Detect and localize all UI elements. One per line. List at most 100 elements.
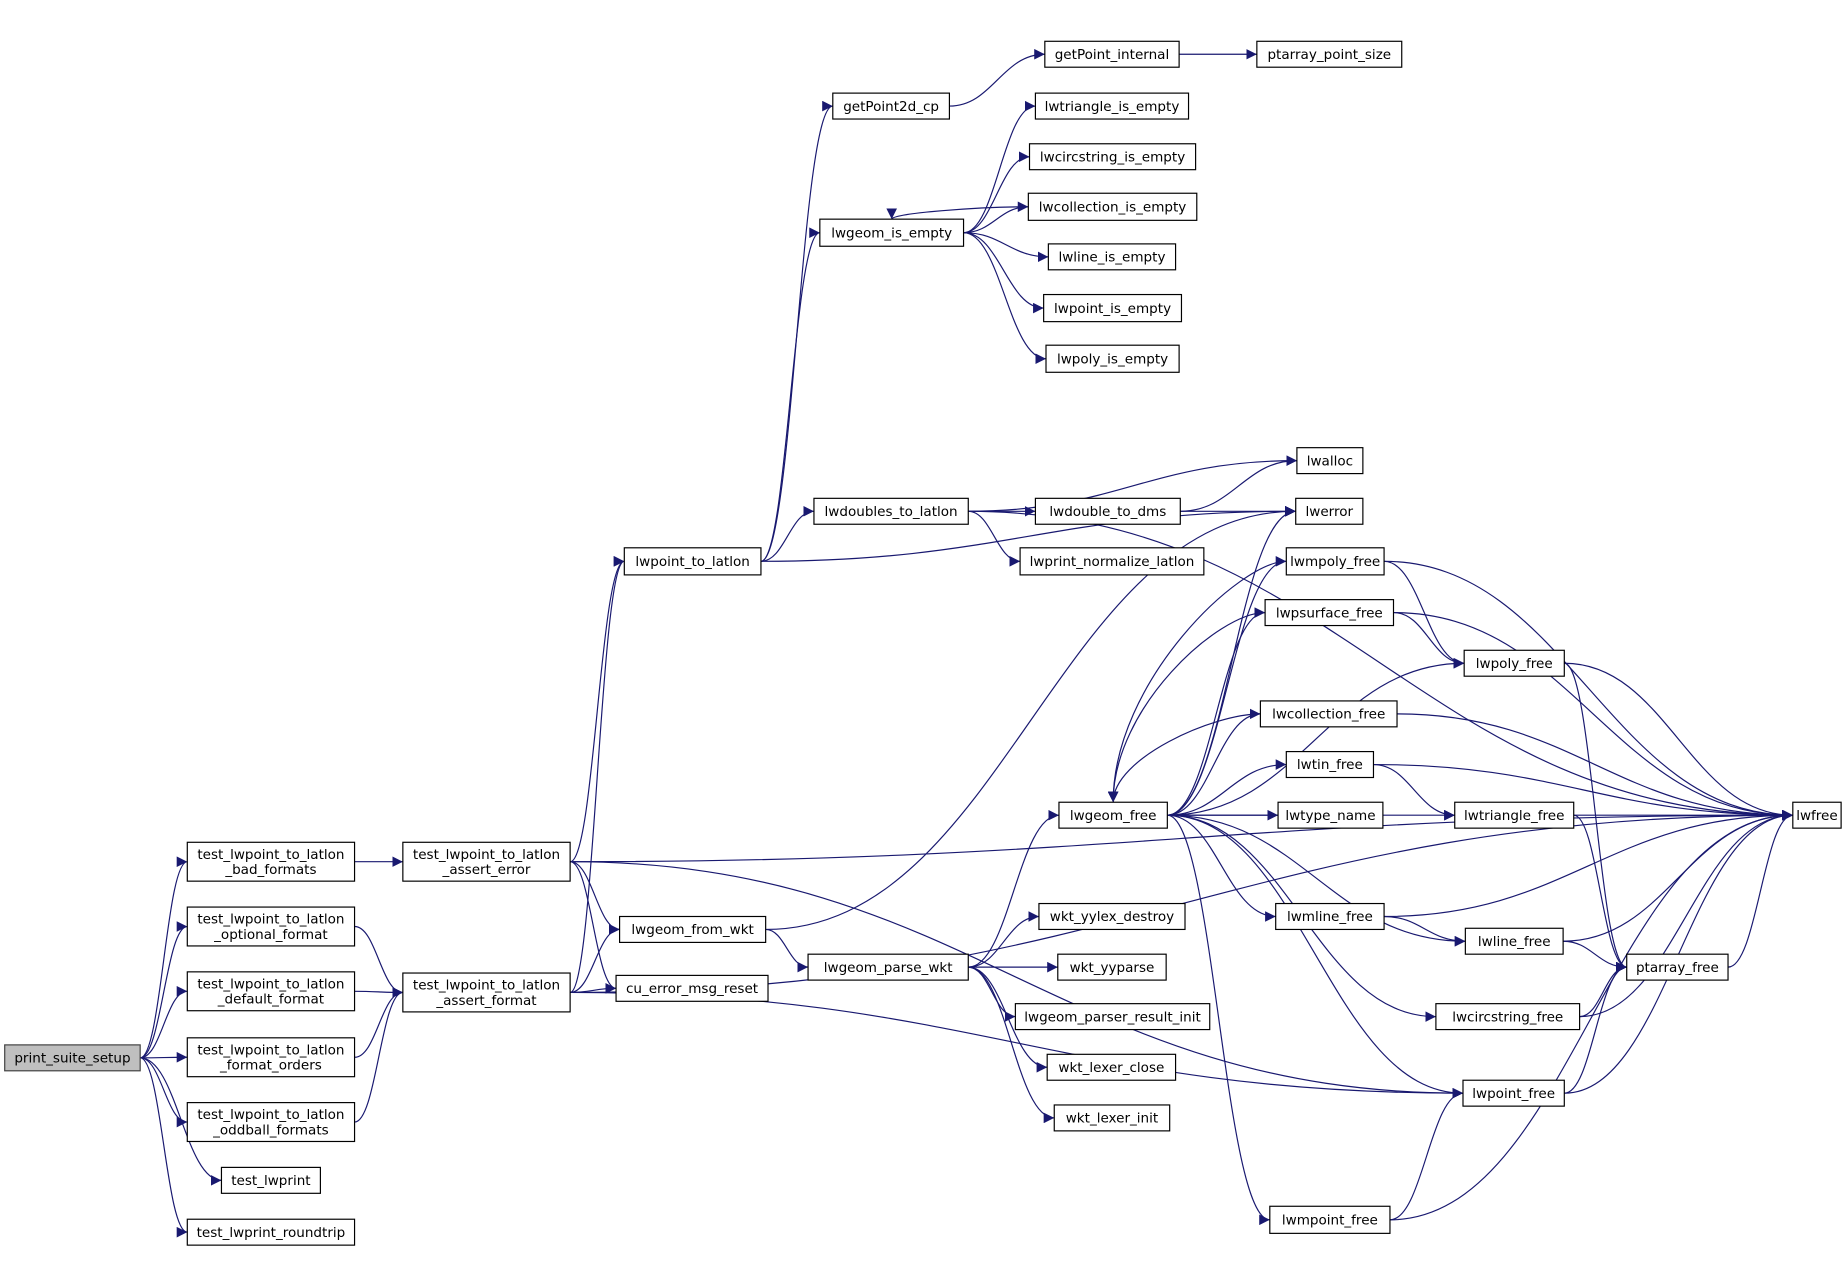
node-label: lwpoint_is_empty — [1054, 301, 1171, 317]
node-box — [819, 218, 965, 247]
node-lwgeom_is_empty[interactable]: lwgeom_is_empty — [819, 218, 965, 247]
node-lwline_is_empty[interactable]: lwline_is_empty — [1047, 243, 1177, 271]
node-lwgeom_parse_wkt[interactable]: lwgeom_parse_wkt — [807, 953, 969, 981]
node-optional_format[interactable]: test_lwpoint_to_latlon_optional_format — [186, 906, 356, 947]
node-label: test_lwpoint_to_latlon — [197, 1042, 344, 1058]
edge-lwgeom_free-to-lwtin_free — [1167, 759, 1287, 816]
node-box — [1626, 953, 1729, 981]
node-box — [1019, 547, 1205, 576]
node-oddball_formats[interactable]: test_lwpoint_to_latlon_oddball_formats — [186, 1102, 356, 1143]
node-lwmline_free[interactable]: lwmline_free — [1275, 902, 1385, 931]
edge-lwgeom_free-to-lwmline_free — [1167, 814, 1276, 922]
node-lwgeom_from_wkt[interactable]: lwgeom_from_wkt — [619, 915, 767, 943]
node-lwdouble_to_dms[interactable]: lwdouble_to_dms — [1034, 497, 1181, 525]
node-assert_error[interactable]: test_lwpoint_to_latlon_assert_error — [402, 841, 571, 882]
node-label: test_lwpoint_to_latlon — [197, 847, 344, 863]
edge-lwpsurface_free-to-lwgeom_free — [1107, 611, 1266, 803]
node-lwtriangle_is_empty[interactable]: lwtriangle_is_empty — [1034, 92, 1190, 120]
node-default_format[interactable]: test_lwpoint_to_latlon_default_format — [186, 971, 356, 1012]
node-lwmpoint_free[interactable]: lwmpoint_free — [1269, 1205, 1391, 1234]
edge-lwcollection_is_empty-to-lwgeom_is_empty — [886, 206, 1029, 220]
node-lwpsurface_free[interactable]: lwpsurface_free — [1264, 599, 1395, 627]
node-box — [1057, 953, 1167, 981]
node-label: lwpoly_free — [1476, 656, 1553, 672]
node-lwgeom_free[interactable]: lwgeom_free — [1058, 801, 1168, 829]
node-box — [186, 841, 356, 882]
node-box — [1454, 801, 1575, 829]
edge-lwdoubles_to_latlon-to-lwfree — [968, 510, 1793, 821]
node-lwgeom_parser_result_init[interactable]: lwgeom_parser_result_init — [1014, 1003, 1211, 1031]
node-lwdoubles_to_latlon[interactable]: lwdoubles_to_latlon — [813, 497, 969, 525]
node-lwpoly_is_empty[interactable]: lwpoly_is_empty — [1045, 344, 1180, 373]
node-lwpoint_free[interactable]: lwpoint_free — [1462, 1079, 1565, 1107]
node-label: test_lwpoint_to_latlon — [413, 978, 560, 994]
node-label: lwpoint_to_latlon — [635, 554, 749, 570]
node-box — [186, 971, 356, 1012]
edge-lwtin_free-to-lwfree — [1373, 763, 1793, 821]
node-lwpoint_is_empty[interactable]: lwpoint_is_empty — [1043, 293, 1183, 323]
node-wkt_yyparse[interactable]: wkt_yyparse — [1057, 953, 1167, 981]
edge-lwdoubles_to_latlon-to-lwprint_normalize_latlon — [968, 510, 1021, 567]
node-getPoint_internal[interactable]: getPoint_internal — [1044, 40, 1180, 68]
node-box — [186, 1218, 356, 1246]
node-wkt_lexer_init[interactable]: wkt_lexer_init — [1053, 1104, 1171, 1132]
node-lwline_free[interactable]: lwline_free — [1464, 927, 1564, 955]
node-lwfree[interactable]: lwfree — [1792, 801, 1842, 829]
node-bad_formats[interactable]: test_lwpoint_to_latlon_bad_formats — [186, 841, 356, 882]
node-box — [1462, 1079, 1565, 1107]
node-box — [186, 1102, 356, 1143]
edge-lwgeom_from_wkt-to-lwerror — [765, 506, 1296, 931]
edge-lwgeom_is_empty-to-lwpoly_is_empty — [963, 232, 1047, 365]
node-label: lwgeom_is_empty — [831, 225, 952, 241]
node-wkt_lexer_close[interactable]: wkt_lexer_close — [1046, 1053, 1177, 1081]
edge-lwtriangle_free-to-ptarray_free — [1573, 814, 1627, 973]
edge-lwcollection_free-to-lwgeom_free — [1107, 713, 1261, 803]
node-lwcircstring_is_empty[interactable]: lwcircstring_is_empty — [1028, 143, 1197, 171]
node-label: test_lwprint — [231, 1173, 310, 1189]
node-label: lwmline_free — [1287, 909, 1373, 925]
node-lwtype_name[interactable]: lwtype_name — [1277, 801, 1384, 829]
edge-print_suite_setup-to-test_lwprint_roundtrip — [139, 1057, 188, 1238]
node-assert_format[interactable]: test_lwpoint_to_latlon_assert_format — [402, 972, 571, 1013]
node-lwerror[interactable]: lwerror — [1295, 497, 1364, 525]
node-lwcircstring_free[interactable]: lwcircstring_free — [1435, 1003, 1581, 1031]
node-box — [1295, 497, 1364, 525]
node-print_suite_setup[interactable]: print_suite_setup — [4, 1044, 141, 1072]
edge-lwgeom_free-to-lwline_free — [1167, 814, 1466, 947]
node-lwpoint_to_latlon[interactable]: lwpoint_to_latlon — [623, 547, 762, 576]
edge-print_suite_setup-to-oddball_formats — [140, 1057, 188, 1128]
node-lwtriangle_free[interactable]: lwtriangle_free — [1454, 801, 1575, 829]
node-box — [186, 1037, 356, 1078]
node-cu_error_msg_reset[interactable]: cu_error_msg_reset — [615, 974, 769, 1002]
node-ptarray_point_size[interactable]: ptarray_point_size — [1256, 40, 1403, 68]
node-ptarray_free[interactable]: ptarray_free — [1626, 953, 1729, 981]
edge-lwcircstring_free-to-lwfree — [1579, 809, 1793, 1018]
node-wkt_yylex_destroy[interactable]: wkt_yylex_destroy — [1038, 902, 1186, 931]
node-lwcollection_free[interactable]: lwcollection_free — [1259, 700, 1398, 728]
node-lwmpoly_free[interactable]: lwmpoly_free — [1285, 547, 1385, 576]
node-label: test_lwpoint_to_latlon — [197, 1107, 344, 1123]
node-box — [1463, 649, 1565, 677]
node-box — [623, 547, 762, 576]
node-test_lwprint[interactable]: test_lwprint — [220, 1166, 321, 1194]
node-box — [1264, 599, 1395, 627]
node-lwpoly_free[interactable]: lwpoly_free — [1463, 649, 1565, 677]
edge-lwmpoly_free-to-lwgeom_free — [1107, 560, 1287, 803]
node-lwtin_free[interactable]: lwtin_free — [1285, 750, 1375, 779]
edge-lwpoint_to_latlon-to-lwgeom_is_empty — [760, 227, 821, 562]
node-label: test_lwpoint_to_latlon — [197, 976, 344, 992]
node-label: lwpsurface_free — [1276, 605, 1383, 621]
edge-assert_error-to-lwgeom_from_wkt — [570, 861, 620, 935]
node-box — [1285, 750, 1375, 779]
node-lwalloc[interactable]: lwalloc — [1296, 447, 1364, 475]
node-label: lwcollection_free — [1272, 707, 1385, 723]
node-format_orders[interactable]: test_lwpoint_to_latlon_format_orders — [186, 1037, 356, 1078]
node-getPoint2d_cp[interactable]: getPoint2d_cp — [832, 92, 951, 120]
node-box — [1285, 547, 1385, 576]
node-label: lwgeom_parser_result_init — [1024, 1009, 1201, 1025]
node-box — [1028, 143, 1197, 171]
node-lwprint_normalize_latlon[interactable]: lwprint_normalize_latlon — [1019, 547, 1205, 576]
node-lwcollection_is_empty[interactable]: lwcollection_is_empty — [1027, 192, 1198, 221]
node-test_lwprint_roundtrip[interactable]: test_lwprint_roundtrip — [186, 1218, 356, 1246]
edge-lwgeom_free-to-lwpoly_free — [1167, 657, 1465, 816]
